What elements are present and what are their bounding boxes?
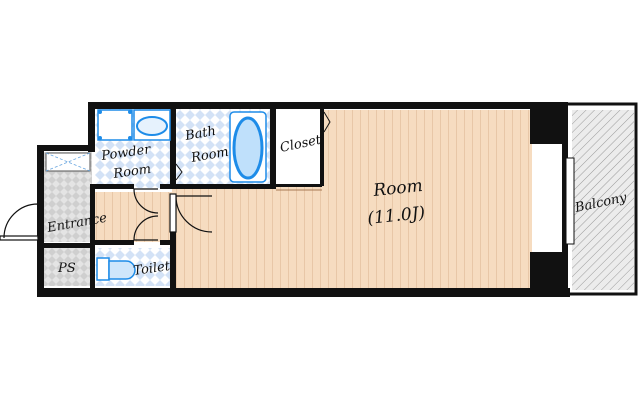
balcony-window	[565, 157, 575, 245]
balcony-floor	[572, 110, 634, 290]
powder-room-label-2: Room	[111, 162, 151, 182]
bath-door	[175, 163, 183, 181]
entrance-door	[0, 203, 39, 241]
powder-room-label-1: Powder	[99, 142, 152, 164]
closet-floor	[276, 108, 322, 186]
bath-room-label-2: Room	[189, 145, 230, 167]
toilet-label: Toilet	[132, 259, 171, 279]
ps-floor	[44, 248, 90, 286]
washbasin-icon	[97, 109, 171, 141]
toilet-icon	[96, 257, 136, 281]
bathtub-icon	[229, 111, 267, 183]
corridor-doors	[133, 188, 213, 241]
ps-label: PS	[57, 261, 76, 276]
bath-room-label-1: Bath	[183, 124, 217, 144]
shoe-cabinet-cross	[45, 152, 91, 172]
closet-door	[323, 111, 331, 133]
